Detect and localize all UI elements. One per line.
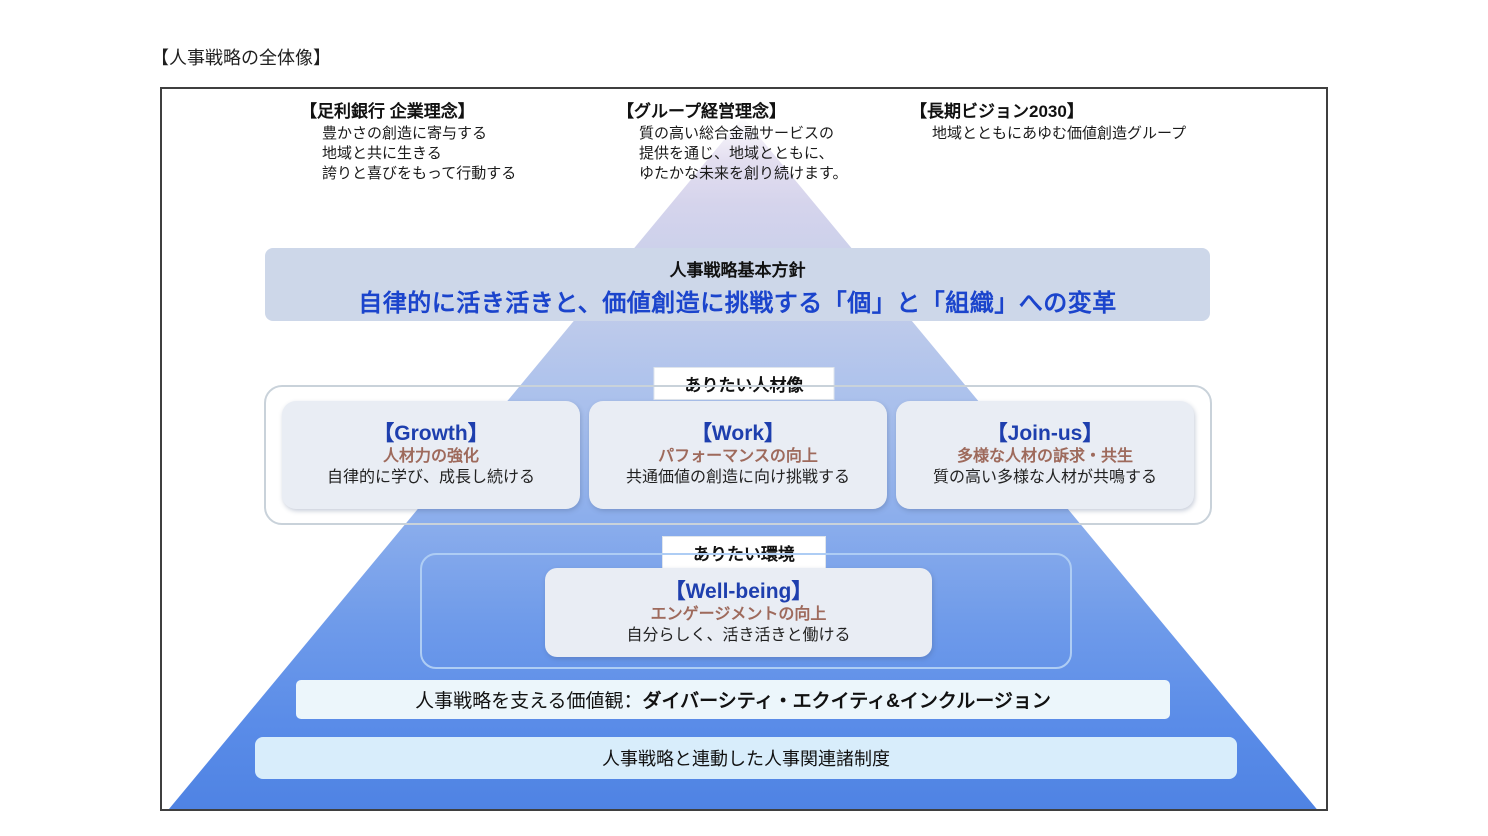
philosophy-line: 質の高い総合金融サービスの xyxy=(639,125,835,142)
talent-section-label: ありたい人材像 xyxy=(653,367,835,400)
card-body: 自律的に学び、成長し続ける xyxy=(326,469,535,487)
talent-card-work: 【Work】 パフォーマンスの向上 共通価値の創造に向け挑戦する xyxy=(589,401,887,509)
philosophy-lines: 質の高い総合金融サービスの 提供を通じ、地域とともに、 ゆたかな未来を創り続けま… xyxy=(617,124,848,184)
wellbeing-card: 【Well-being】 エンゲージメントの向上 自分らしく、活き活きと働ける xyxy=(545,568,932,657)
card-title: 【Well-being】 xyxy=(664,579,813,603)
philosophy-line: 地域とともにあゆむ価値創造グループ xyxy=(932,125,1187,142)
talent-cards-container: 【Growth】 人材力の強化 自律的に学び、成長し続ける 【Work】 パフォ… xyxy=(264,385,1212,525)
card-body: 共通価値の創造に向け挑戦する xyxy=(625,469,850,487)
philosophy-title: 【グループ経営理念】 xyxy=(617,102,786,121)
diagram-frame: 【足利銀行 企業理念】 豊かさの創造に寄与する 地域と共に生きる 誇りと喜びをも… xyxy=(160,87,1328,811)
values-band: 人事戦略を支える価値観：ダイバーシティ・エクイティ&インクルージョン xyxy=(296,680,1170,719)
systems-band: 人事戦略と連動した人事関連諸制度 xyxy=(255,737,1237,779)
card-subtitle: 多様な人材の訴求・共生 xyxy=(956,448,1133,466)
philosophy-lines: 豊かさの創造に寄与する 地域と共に生きる 誇りと喜びをもって行動する xyxy=(300,124,516,184)
philosophy-lines: 地域とともにあゆむ価値創造グループ xyxy=(910,124,1186,144)
wellbeing-container-outline xyxy=(420,553,1072,669)
hr-policy-band: 人事戦略基本方針 自律的に活き活きと、価値創造に挑戦する「個」と「組織」への変革 xyxy=(265,248,1210,321)
philosophy-line: 提供を通じ、地域とともに、 xyxy=(639,145,834,162)
card-title: 【Growth】 xyxy=(373,422,489,446)
values-band-value: ダイバーシティ・エクイティ&インクルージョン xyxy=(642,691,1051,712)
philosophy-line: ゆたかな未来を創り続けます。 xyxy=(639,165,848,182)
hr-policy-headline: 自律的に活き活きと、価値創造に挑戦する「個」と「組織」への変革 xyxy=(358,290,1117,317)
card-body: 自分らしく、活き活きと働ける xyxy=(626,626,851,644)
card-subtitle: エンゲージメントの向上 xyxy=(650,605,827,623)
card-subtitle: 人材力の強化 xyxy=(382,448,479,466)
values-band-label: 人事戦略を支える価値観： xyxy=(415,691,643,712)
philosophy-title: 【足利銀行 企業理念】 xyxy=(300,102,475,121)
card-subtitle: パフォーマンスの向上 xyxy=(658,448,818,466)
talent-card-join-us: 【Join-us】 多様な人材の訴求・共生 質の高い多様な人材が共鳴する xyxy=(896,401,1194,509)
philosophy-title: 【長期ビジョン2030】 xyxy=(910,102,1084,121)
hr-policy-label: 人事戦略基本方針 xyxy=(669,261,806,280)
philosophy-block-bank: 【足利銀行 企業理念】 豊かさの創造に寄与する 地域と共に生きる 誇りと喜びをも… xyxy=(300,97,516,184)
card-title: 【Work】 xyxy=(690,422,786,446)
philosophy-block-vision2030: 【長期ビジョン2030】 地域とともにあゆむ価値創造グループ xyxy=(910,97,1186,144)
philosophy-line: 地域と共に生きる xyxy=(322,145,442,162)
philosophy-line: 豊かさの創造に寄与する xyxy=(322,125,488,142)
card-body: 質の高い多様な人材が共鳴する xyxy=(932,469,1157,487)
philosophy-block-group: 【グループ経営理念】 質の高い総合金融サービスの 提供を通じ、地域とともに、 ゆ… xyxy=(617,97,848,184)
page-title: 【人事戦略の全体像】 xyxy=(151,48,331,68)
philosophy-line: 誇りと喜びをもって行動する xyxy=(322,165,517,182)
card-title: 【Join-us】 xyxy=(986,422,1104,446)
talent-card-growth: 【Growth】 人材力の強化 自律的に学び、成長し続ける xyxy=(282,401,580,509)
